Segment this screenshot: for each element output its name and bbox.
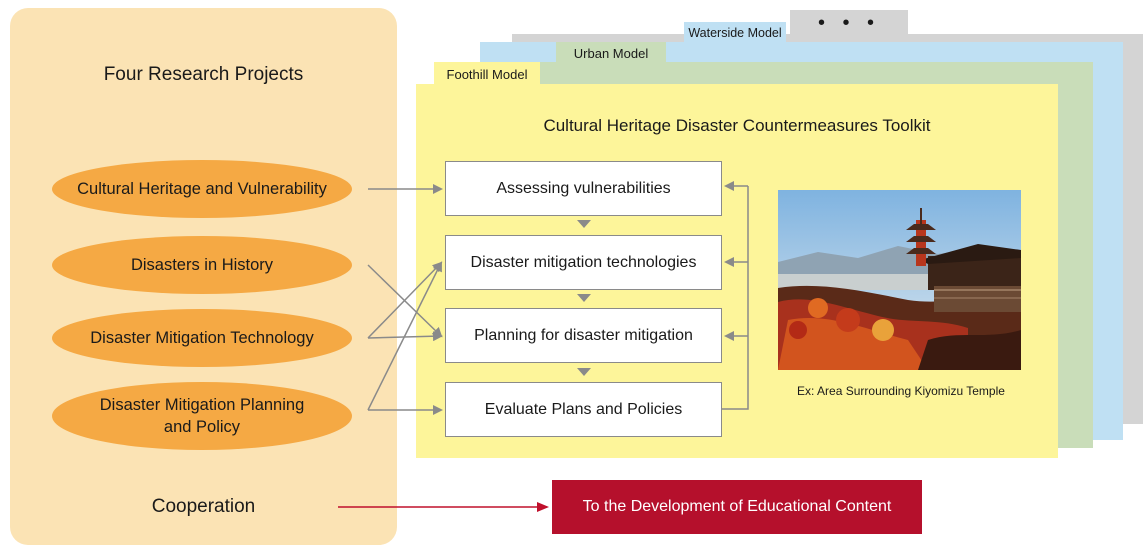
photo-caption: Ex: Area Surrounding Kiyomizu Temple: [797, 384, 1005, 398]
tab-waterside-model[interactable]: Waterside Model: [684, 22, 786, 44]
educational-content-button[interactable]: To the Development of Educational Conten…: [552, 480, 922, 534]
down-arrow-1: [577, 220, 591, 228]
down-arrow-3: [577, 368, 591, 376]
step-assessing-vulnerabilities: Assessing vulnerabilities: [445, 161, 722, 216]
project-disaster-mitigation-technology: Disaster Mitigation Technology: [52, 309, 352, 367]
kiyomizu-temple-photo: [778, 190, 1021, 370]
step-planning-disaster-mitigation: Planning for disaster mitigation: [445, 308, 722, 363]
tab-foothill-model[interactable]: Foothill Model: [434, 62, 540, 86]
step-disaster-mitigation-technologies: Disaster mitigation technologies: [445, 235, 722, 290]
feedback-line: [722, 186, 749, 410]
project-cultural-heritage-vulnerability: Cultural Heritage and Vulnerability: [52, 160, 352, 218]
cooperation-label: Cooperation: [151, 496, 256, 517]
arrow-project3-step2: [367, 261, 443, 339]
project-disaster-mitigation-planning-policy: Disaster Mitigation Planning and Policy: [52, 382, 352, 450]
project-disasters-in-history: Disasters in History: [52, 236, 352, 294]
down-arrow-2: [577, 294, 591, 302]
tab-urban-model[interactable]: Urban Model: [556, 42, 666, 64]
toolkit-title: Cultural Heritage Disaster Countermeasur…: [543, 116, 931, 135]
research-projects-title: Four Research Projects: [103, 64, 304, 85]
arrow-project4-step2: [367, 261, 442, 411]
tab-more-models[interactable]: • • •: [790, 10, 908, 36]
step-evaluate-plans-policies: Evaluate Plans and Policies: [445, 382, 722, 437]
